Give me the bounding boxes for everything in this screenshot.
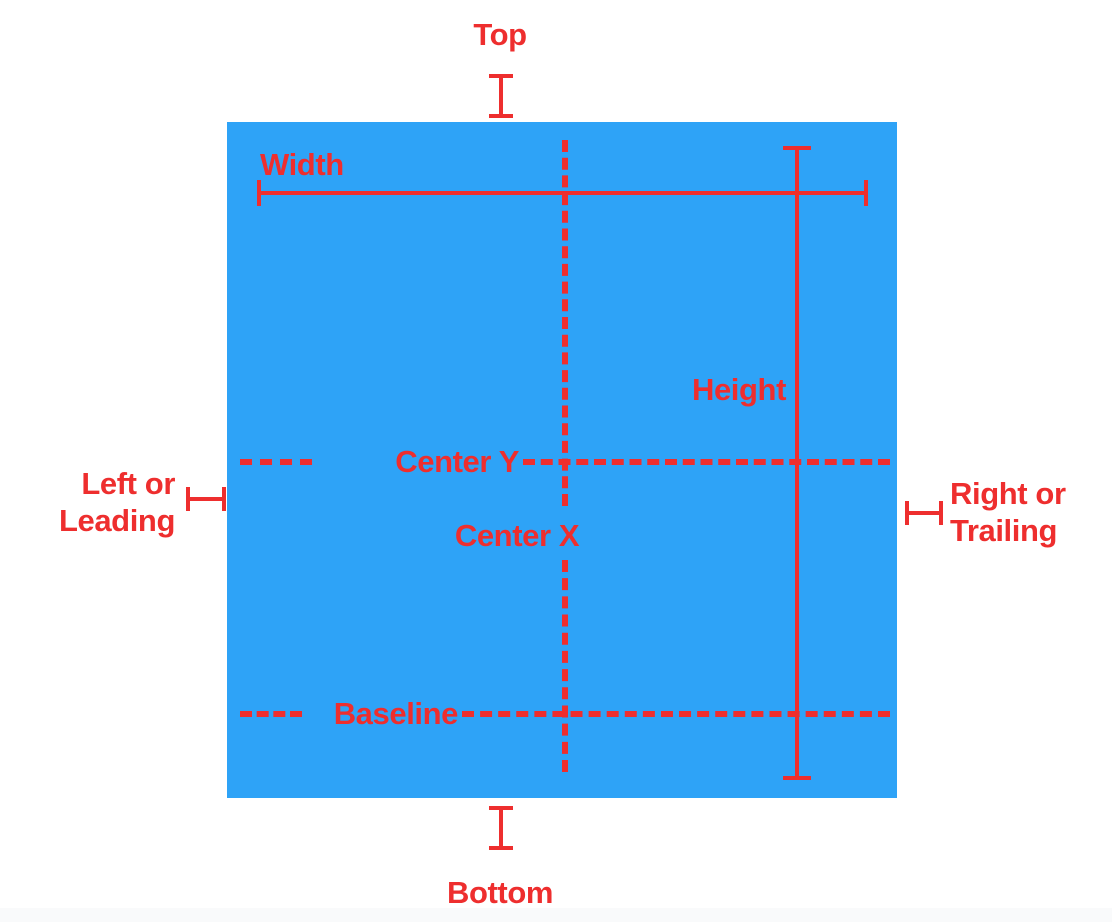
top-ibeam-cap-bottom-icon <box>489 114 513 118</box>
width-dimension-line <box>257 191 868 195</box>
width-cap-right-icon <box>864 180 868 206</box>
left-ibeam-cap-left-icon <box>186 487 190 511</box>
label-left-or-leading: Left or Leading <box>58 466 175 538</box>
label-height: Height <box>691 372 786 407</box>
bottom-ibeam-cap-bottom-icon <box>489 846 513 850</box>
height-cap-top-icon <box>783 146 811 150</box>
top-ibeam-stem-icon <box>499 74 503 118</box>
left-ibeam-stem-icon <box>188 497 226 501</box>
bottom-ibeam-stem-icon <box>499 806 503 850</box>
width-cap-left-icon <box>257 180 261 206</box>
label-right-or-trailing: Right or Trailing <box>950 476 1066 548</box>
top-ibeam-cap-top-icon <box>489 74 513 78</box>
baseline-guide-left <box>240 711 302 717</box>
right-ibeam-stem-icon <box>905 511 943 515</box>
label-top: Top <box>473 17 527 52</box>
bottom-ibeam-cap-top-icon <box>489 806 513 810</box>
footer-strip <box>0 908 1112 922</box>
height-cap-bottom-icon <box>783 776 811 780</box>
right-ibeam-cap-right-icon <box>939 501 943 525</box>
center-x-guide-top <box>562 140 568 506</box>
label-center-x: Center X <box>454 518 580 553</box>
left-ibeam-cap-right-icon <box>222 487 226 511</box>
label-baseline: Baseline <box>333 696 459 731</box>
label-width: Width <box>260 147 344 182</box>
height-dimension-line <box>795 146 799 780</box>
center-y-guide-left <box>240 459 312 465</box>
center-x-guide-bottom <box>562 560 568 772</box>
right-ibeam-cap-left-icon <box>905 501 909 525</box>
label-bottom: Bottom <box>446 875 554 910</box>
baseline-guide-right <box>462 711 890 717</box>
label-center-y: Center Y <box>395 444 519 479</box>
center-y-guide-right <box>523 459 890 465</box>
